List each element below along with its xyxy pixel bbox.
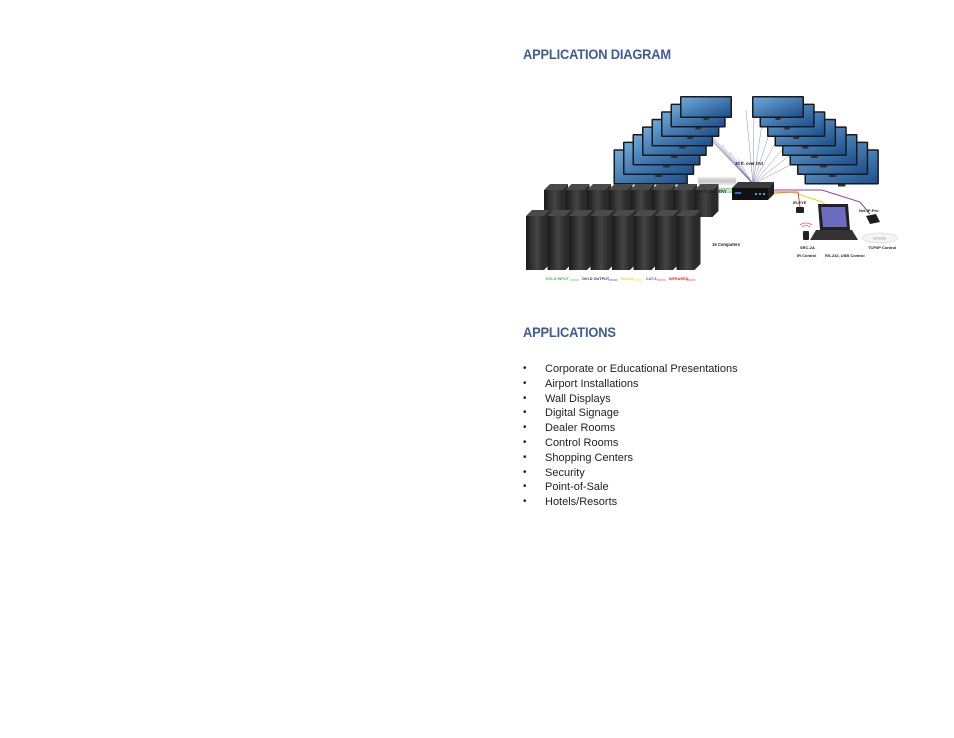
bullet-icon: •	[523, 377, 527, 389]
application-item-text: Hotels/Resorts	[545, 496, 618, 509]
computer-tower	[569, 210, 593, 270]
application-item: • Point-of-Sale	[523, 480, 738, 495]
bullet-icon: •	[523, 422, 527, 434]
application-item-text: Dealer Rooms	[545, 422, 616, 435]
monitor-bank-right	[752, 96, 879, 187]
computer-tower	[612, 210, 636, 270]
computer-bank	[526, 184, 719, 270]
bullet-icon: •	[523, 363, 527, 374]
computers-label: 16 Computers	[712, 242, 741, 247]
network-label: NETWORK	[873, 237, 887, 241]
ir-remote	[799, 222, 813, 240]
ir-eye-device	[796, 207, 804, 213]
application-diagram: 30 ft. over DVI 30 ft. over DVI 16 Compu…	[526, 96, 899, 281]
diagram-legend: DVI-D INPUT DVI-D OUTPUT RS-232 CAT-5 INFRAR…	[546, 277, 696, 281]
computer-tower	[633, 210, 658, 270]
applications-list: •Corporate or Educational Presentations•…	[523, 362, 738, 510]
application-item-text: Wall Displays	[545, 392, 611, 405]
computer-tower	[526, 210, 550, 270]
src-label: SRC-2A	[800, 245, 815, 250]
bullet-icon: •	[523, 451, 527, 463]
application-item-text: Point-of-Sale	[545, 481, 609, 494]
computer-tower	[547, 210, 572, 270]
laptop	[810, 204, 858, 240]
application-diagram-heading: APPLICATION DIAGRAM	[523, 46, 671, 62]
dvi-top-label: 30 ft. over DVI	[735, 161, 763, 166]
legend-label: RS-232	[621, 277, 634, 281]
rs232-label: RS-232, USB Control	[825, 253, 865, 258]
bullet-icon: •	[523, 392, 527, 404]
application-item: • Airport Installations	[523, 377, 738, 392]
net-ip-label: Net-IP-Pro	[859, 208, 879, 213]
application-item: • Digital Signage	[523, 406, 738, 421]
application-item-text: Digital Signage	[545, 407, 619, 420]
bullet-icon: •	[523, 496, 527, 508]
tcpip-label: TCP/IP Control	[868, 245, 896, 250]
dvi-left-label: 30 ft. over DVI	[698, 189, 726, 194]
application-item: • Security	[523, 466, 738, 481]
application-item-text: Security	[545, 466, 585, 479]
application-item: • Hotels/Resorts	[523, 495, 738, 510]
bullet-icon: •	[523, 481, 527, 493]
computer-tower	[655, 210, 679, 270]
application-item: • Wall Displays	[523, 392, 738, 407]
net-ip-pro-device	[866, 214, 880, 224]
matrix-switch	[732, 182, 774, 200]
computer-tower	[590, 210, 615, 270]
network-cloud	[861, 232, 899, 244]
ir-control-label: IR Control	[797, 253, 816, 258]
legend-label: DVI-D OUTPUT	[582, 277, 610, 281]
application-item-text: Airport Installations	[545, 377, 639, 390]
legend-label: DVI-D INPUT	[546, 277, 569, 281]
computer-tower	[676, 210, 701, 270]
application-item: • Control Rooms	[523, 436, 738, 451]
application-item: • Dealer Rooms	[523, 421, 738, 436]
monitor-left	[680, 96, 732, 120]
infrared-line	[770, 191, 801, 208]
bullet-icon: •	[523, 436, 527, 448]
application-item: • Corporate or Educational Presentations	[523, 362, 738, 377]
monitor-bank-left	[613, 96, 732, 187]
application-item-text: Corporate or Educational Presentations	[545, 363, 738, 375]
ir-eye-label: IR-EYE	[793, 200, 807, 205]
monitor-right	[752, 96, 804, 120]
bullet-icon: •	[523, 466, 527, 478]
bullet-icon: •	[523, 407, 527, 419]
application-item-text: Control Rooms	[545, 436, 619, 449]
application-item: • Shopping Centers	[523, 451, 738, 466]
application-item-text: Shopping Centers	[545, 451, 634, 464]
applications-heading: APPLICATIONS	[523, 324, 616, 340]
cat5-line	[770, 189, 871, 215]
legend-label: INFRARED	[669, 277, 689, 281]
legend-label: CAT-5	[646, 277, 657, 281]
dvi-output-fan	[681, 109, 803, 185]
